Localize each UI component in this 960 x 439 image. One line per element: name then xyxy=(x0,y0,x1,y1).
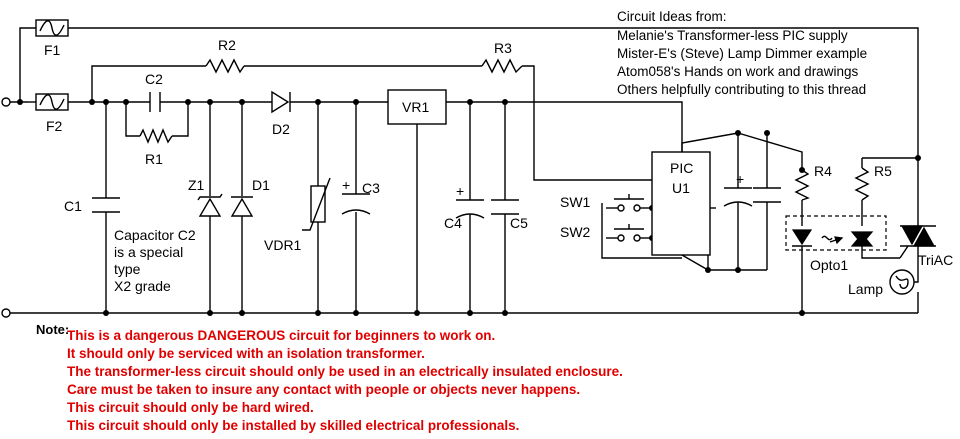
triac: TriAC xyxy=(899,225,953,268)
lamp: Lamp xyxy=(848,262,919,297)
sw2-label: SW2 xyxy=(560,224,591,240)
opto1-label: Opto1 xyxy=(810,257,848,273)
warning-line: This circuit should only be hard wired. xyxy=(67,400,314,415)
fuse-f1: F1 xyxy=(35,19,69,58)
capacitor-c1: C1 xyxy=(64,197,120,214)
capacitor-c4: + C4 xyxy=(444,183,485,231)
safety-note: Note: This is a dangerous DANGEROUS circ… xyxy=(36,322,623,433)
note-label: Note: xyxy=(36,322,69,337)
credit-line: Others helpfully contributing to this th… xyxy=(617,82,866,97)
optocoupler-opto1: Opto1 xyxy=(785,215,887,273)
switch-sw2: SW2 xyxy=(560,224,644,242)
capacitor-note-line: Capacitor C2 xyxy=(114,227,196,243)
vr1-label: VR1 xyxy=(402,99,429,115)
capacitor-c3: + C3 xyxy=(341,177,380,215)
c5-label: C5 xyxy=(510,215,528,231)
r5-label: R5 xyxy=(874,163,892,179)
switch-sw1: SW1 xyxy=(560,194,644,212)
c2-label: C2 xyxy=(145,71,163,87)
capacitor-c5: C5 xyxy=(491,199,528,231)
c3-label: C3 xyxy=(362,180,380,196)
svg-text:+: + xyxy=(342,177,350,193)
pic-microcontroller-u1: PIC U1 xyxy=(651,151,711,256)
warning-line: It should only be serviced with an isola… xyxy=(67,346,425,361)
c4-label: C4 xyxy=(444,215,462,231)
r1-label: R1 xyxy=(145,151,163,167)
input-terminal-neutral xyxy=(1,308,11,318)
resistor-r2: R2 xyxy=(205,37,245,74)
sw1-label: SW1 xyxy=(560,194,591,210)
warning-line: This is a dangerous DANGEROUS circuit fo… xyxy=(67,328,495,343)
triac-label: TriAC xyxy=(918,252,953,268)
r2-label: R2 xyxy=(218,37,236,53)
capacitor-note-line: is a special xyxy=(114,244,183,260)
credit-line: Melanie's Transformer-less PIC supply xyxy=(617,28,848,43)
regulator-vr1: VR1 xyxy=(387,89,447,125)
resistor-r3: R3 xyxy=(481,40,523,74)
d2-label: D2 xyxy=(272,121,290,137)
u1-label: U1 xyxy=(672,180,690,196)
pic-label: PIC xyxy=(670,160,693,176)
warning-line: The transformer-less circuit should only… xyxy=(67,364,623,379)
diode-d1: D1 xyxy=(230,177,270,217)
zener-z1: Z1 xyxy=(188,177,223,217)
z1-label: Z1 xyxy=(188,177,205,193)
resistor-r4: R4 xyxy=(794,163,832,201)
r3-label: R3 xyxy=(494,40,512,56)
d1-label: D1 xyxy=(252,177,270,193)
junction-dots xyxy=(17,99,921,316)
r4-label: R4 xyxy=(814,163,832,179)
c1-label: C1 xyxy=(64,198,82,214)
fuse-f2: F2 xyxy=(35,93,69,134)
wires xyxy=(8,27,919,314)
warning-line: This circuit should only be installed by… xyxy=(67,418,519,433)
svg-text:+: + xyxy=(736,171,744,187)
capacitor-note-line: type xyxy=(114,261,141,277)
credits-heading: Circuit Ideas from: xyxy=(617,9,727,24)
capacitor-note: Capacitor C2 is a special type X2 grade xyxy=(114,227,196,294)
resistor-r1: R1 xyxy=(139,128,173,167)
input-terminal-line xyxy=(1,97,11,107)
vdr1-label: VDR1 xyxy=(264,237,302,253)
svg-text:+: + xyxy=(456,183,464,199)
warning-line: Care must be taken to insure any contact… xyxy=(67,382,580,397)
credit-line: Atom058's Hands on work and drawings xyxy=(617,64,858,79)
credit-line: Mister-E's (Steve) Lamp Dimmer example xyxy=(617,46,867,61)
f2-label: F2 xyxy=(46,118,63,134)
f1-label: F1 xyxy=(44,42,61,58)
diode-d2: D2 xyxy=(271,90,291,137)
credits-block: Circuit Ideas from: Melanie's Transforme… xyxy=(617,9,867,97)
lamp-label: Lamp xyxy=(848,281,883,297)
capacitor-note-line: X2 grade xyxy=(114,278,171,294)
pic-supply-capacitors: + xyxy=(723,171,781,207)
resistor-r5: R5 xyxy=(854,163,892,201)
capacitor-c2: C2 xyxy=(145,71,163,112)
varistor-vdr1: VDR1 xyxy=(264,177,331,253)
